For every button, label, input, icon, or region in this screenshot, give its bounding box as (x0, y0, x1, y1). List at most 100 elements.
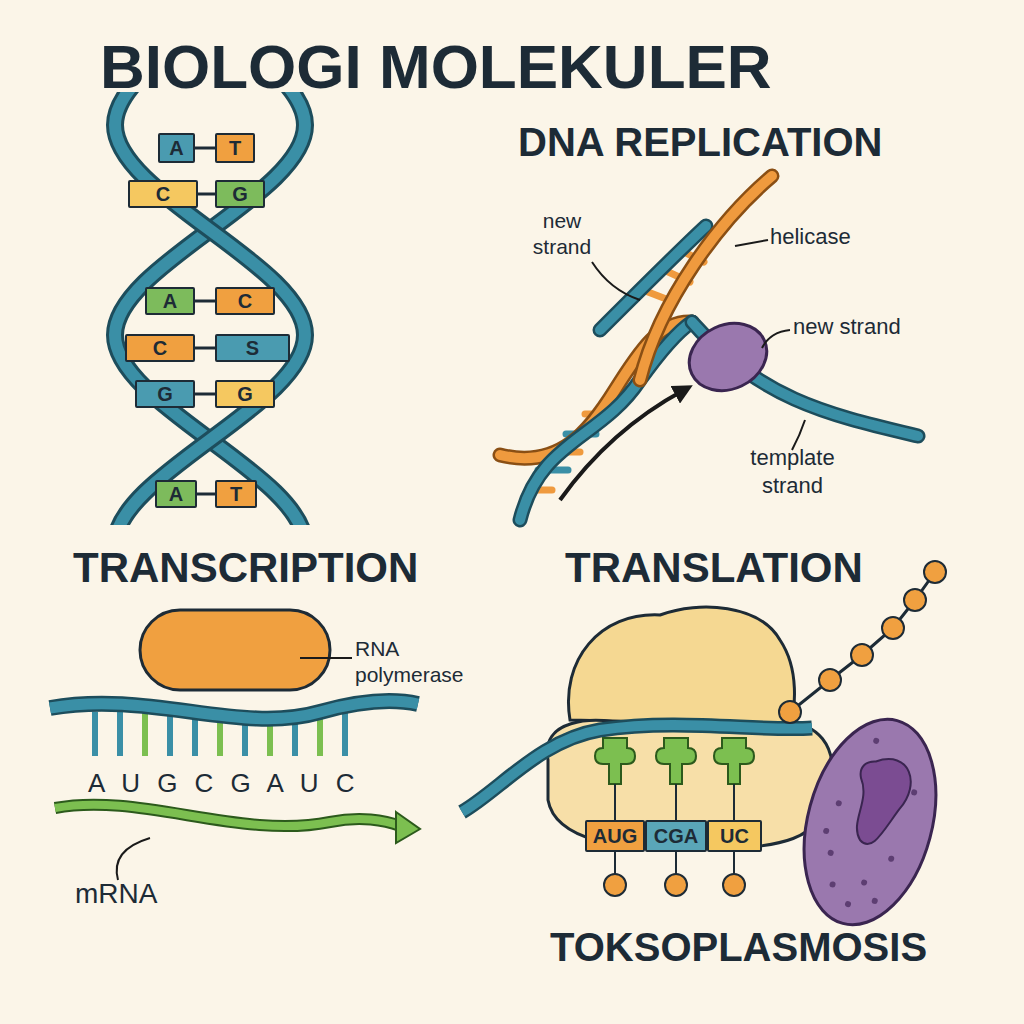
helix-strand (115, 92, 305, 525)
node-text: G (232, 184, 248, 204)
node-text: A (169, 484, 183, 504)
rna-polymerase (140, 610, 330, 690)
node-text: G (237, 384, 253, 404)
amino-acid (819, 669, 841, 691)
amino-acid (723, 874, 745, 896)
base-box: A (155, 480, 197, 508)
base-box: C (215, 287, 275, 315)
amino-acid (665, 874, 687, 896)
strand-outline (55, 805, 400, 826)
base-bar (142, 712, 148, 756)
granule (871, 897, 878, 904)
cell-nucleus (843, 752, 916, 851)
trna (595, 738, 635, 784)
callout-label: template strand (735, 444, 850, 499)
helix-strand (115, 92, 305, 525)
dna-helix (115, 92, 305, 525)
granule (835, 800, 842, 807)
codon-box: AUG (585, 820, 645, 852)
toxoplasma-cell (783, 705, 957, 940)
base-box: A (145, 287, 195, 315)
node-text: AUG (593, 826, 637, 846)
cell-granules (806, 731, 928, 917)
callout-label: helicase (770, 226, 910, 248)
amino-acid (779, 701, 801, 723)
base-bar (117, 712, 123, 756)
trna (714, 738, 754, 784)
cell-body (783, 705, 957, 940)
base-pair-bond (195, 393, 215, 396)
codon-tick (733, 852, 735, 874)
node-text: C (153, 338, 167, 358)
mrna-arrowhead (396, 812, 420, 843)
replication-fork (500, 176, 918, 520)
parent-strand (520, 322, 692, 520)
base-box: C (128, 180, 198, 208)
trnas (595, 738, 754, 784)
mrna-strand (462, 725, 812, 812)
granule (823, 827, 830, 834)
helix-strand-outline (115, 92, 305, 525)
node-text: C (156, 184, 170, 204)
granule (910, 789, 917, 796)
section-heading: TOKSOPLASMOSIS (550, 927, 970, 967)
leader-line (592, 262, 640, 300)
base-box: A (158, 133, 195, 163)
granule (829, 881, 836, 888)
granule (873, 737, 880, 744)
node-text: A (169, 138, 183, 158)
base-box: G (215, 180, 265, 208)
callout-label: mRNA (75, 880, 195, 908)
leader-line (117, 838, 150, 880)
amino-acid (604, 874, 626, 896)
strand-outline (50, 701, 418, 719)
base-box: T (215, 480, 257, 508)
granule (844, 900, 851, 907)
base-box: T (215, 133, 255, 163)
base-pair-bond (195, 147, 215, 150)
section-heading: TRANSCRIPTION (73, 547, 493, 589)
base-box: S (215, 334, 290, 362)
codon-box: UC (707, 820, 762, 852)
base-pair-bond (198, 193, 215, 196)
codon-tick (675, 784, 677, 820)
connectors (195, 148, 215, 494)
leader-line (762, 330, 790, 348)
section-heading: TRANSLATION (565, 547, 945, 589)
diagram-title: BIOLOGI MOLEKULER (100, 36, 900, 98)
dna-strand (50, 701, 418, 719)
node-text: T (230, 484, 242, 504)
trna (656, 738, 696, 784)
mrna-strand (55, 805, 400, 826)
helix-strand-outline (115, 92, 305, 525)
base-bar (167, 712, 173, 756)
leader-lines (592, 240, 805, 450)
amino-acid (882, 617, 904, 639)
base-box: G (135, 380, 195, 408)
ribosome-large-subunit (568, 607, 794, 725)
callout-label: RNA polymerase (355, 636, 480, 689)
base-pair-bond (197, 493, 215, 496)
base-bar (342, 712, 348, 756)
codon-tick (675, 852, 677, 874)
codon-tick (614, 852, 616, 874)
strand-outline (462, 725, 812, 812)
base-box: C (125, 334, 195, 362)
direction-arrow (560, 390, 684, 500)
codon-box: CGA (645, 820, 707, 852)
granule (860, 879, 867, 886)
amino-acid (924, 561, 946, 583)
base-sequence: A U G C G A U C (88, 770, 428, 796)
strand-outline (520, 322, 692, 520)
peptide-chain (790, 572, 935, 712)
helicase-enzyme (678, 311, 778, 403)
node-text: CGA (654, 826, 698, 846)
node-text: T (229, 138, 241, 158)
node-text: UC (720, 826, 749, 846)
leader-line (300, 657, 352, 659)
node-text: S (246, 338, 259, 358)
